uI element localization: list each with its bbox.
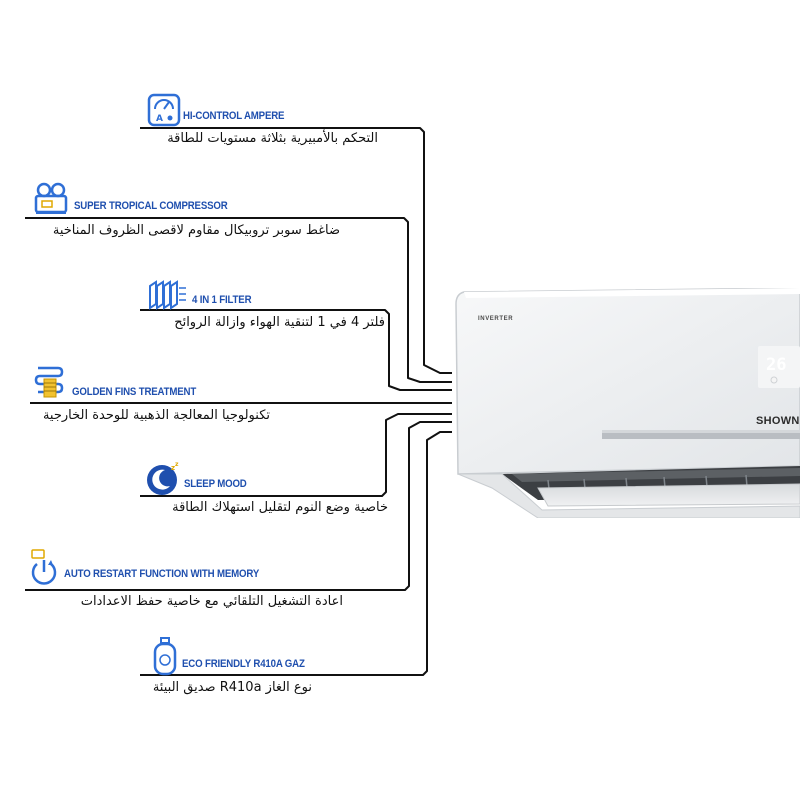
ac-display [758, 346, 800, 388]
feature-description: ضاغط سوبر تروبيكال مقاوم لاقصى الظروف ال… [52, 223, 340, 238]
connector-line-7 [140, 431, 452, 676]
ac-indicator-light [770, 376, 778, 384]
feature-title: SUPER TROPICAL COMPRESSOR [74, 200, 228, 212]
ac-louver [537, 483, 800, 507]
sleep-moon-icon: z z [147, 461, 179, 495]
svg-text:A: A [156, 114, 163, 124]
svg-text:z: z [171, 464, 175, 472]
connector-line-3 [140, 309, 452, 391]
feature-description: خاصية وضع النوم لتقليل استهلاك الطاقة [172, 500, 388, 515]
ampere-meter-icon: A [147, 93, 181, 127]
feature-description: تكنولوجيا المعالجة الذهبية للوحدة الخارج… [42, 408, 270, 423]
gas-cylinder-icon [153, 637, 177, 676]
golden-fins-icon [34, 366, 64, 398]
ac-top-edge [464, 288, 800, 298]
connector-line-1 [140, 127, 452, 374]
feature-title: SLEEP MOOD [184, 478, 247, 490]
ac-trim-strip [602, 430, 800, 439]
air-conditioner-unit: INVERTER 26 SHOWNI [455, 288, 800, 518]
connector-line-5 [140, 413, 452, 497]
ac-inverter-label: INVERTER [478, 316, 513, 322]
compressor-icon [34, 182, 68, 214]
feature-description: نوع الغاز R410a صديق البيئة [152, 680, 312, 695]
auto-restart-icon [31, 549, 57, 585]
feature-description: اعادة التشغيل التلقائي مع خاصية حفظ الاع… [80, 594, 343, 609]
filter-layers-icon [149, 280, 186, 310]
feature-title: AUTO RESTART FUNCTION WITH MEMORY [64, 568, 260, 580]
ac-temperature-display: 26 [766, 355, 786, 375]
ac-bottom-shell [457, 473, 800, 518]
feature-description: فلتر 4 في 1 لتنقية الهواء وازالة الروائح [174, 315, 385, 330]
feature-description: التحكم بالأمبيرية بثلاثة مستويات للطاقة [167, 131, 378, 146]
connector-line-6 [25, 421, 452, 591]
ac-brand-logo: SHOWNI [756, 415, 800, 427]
feature-title: GOLDEN FINS TREATMENT [72, 386, 197, 398]
svg-text:z: z [175, 461, 179, 468]
connector-line-2 [25, 217, 452, 383]
ac-front-panel [455, 288, 800, 475]
feature-title: 4 IN 1 FILTER [192, 294, 252, 306]
feature-title: HI-CONTROL AMPERE [183, 110, 285, 122]
feature-title: ECO FRIENDLY R410A GAZ [182, 658, 305, 670]
